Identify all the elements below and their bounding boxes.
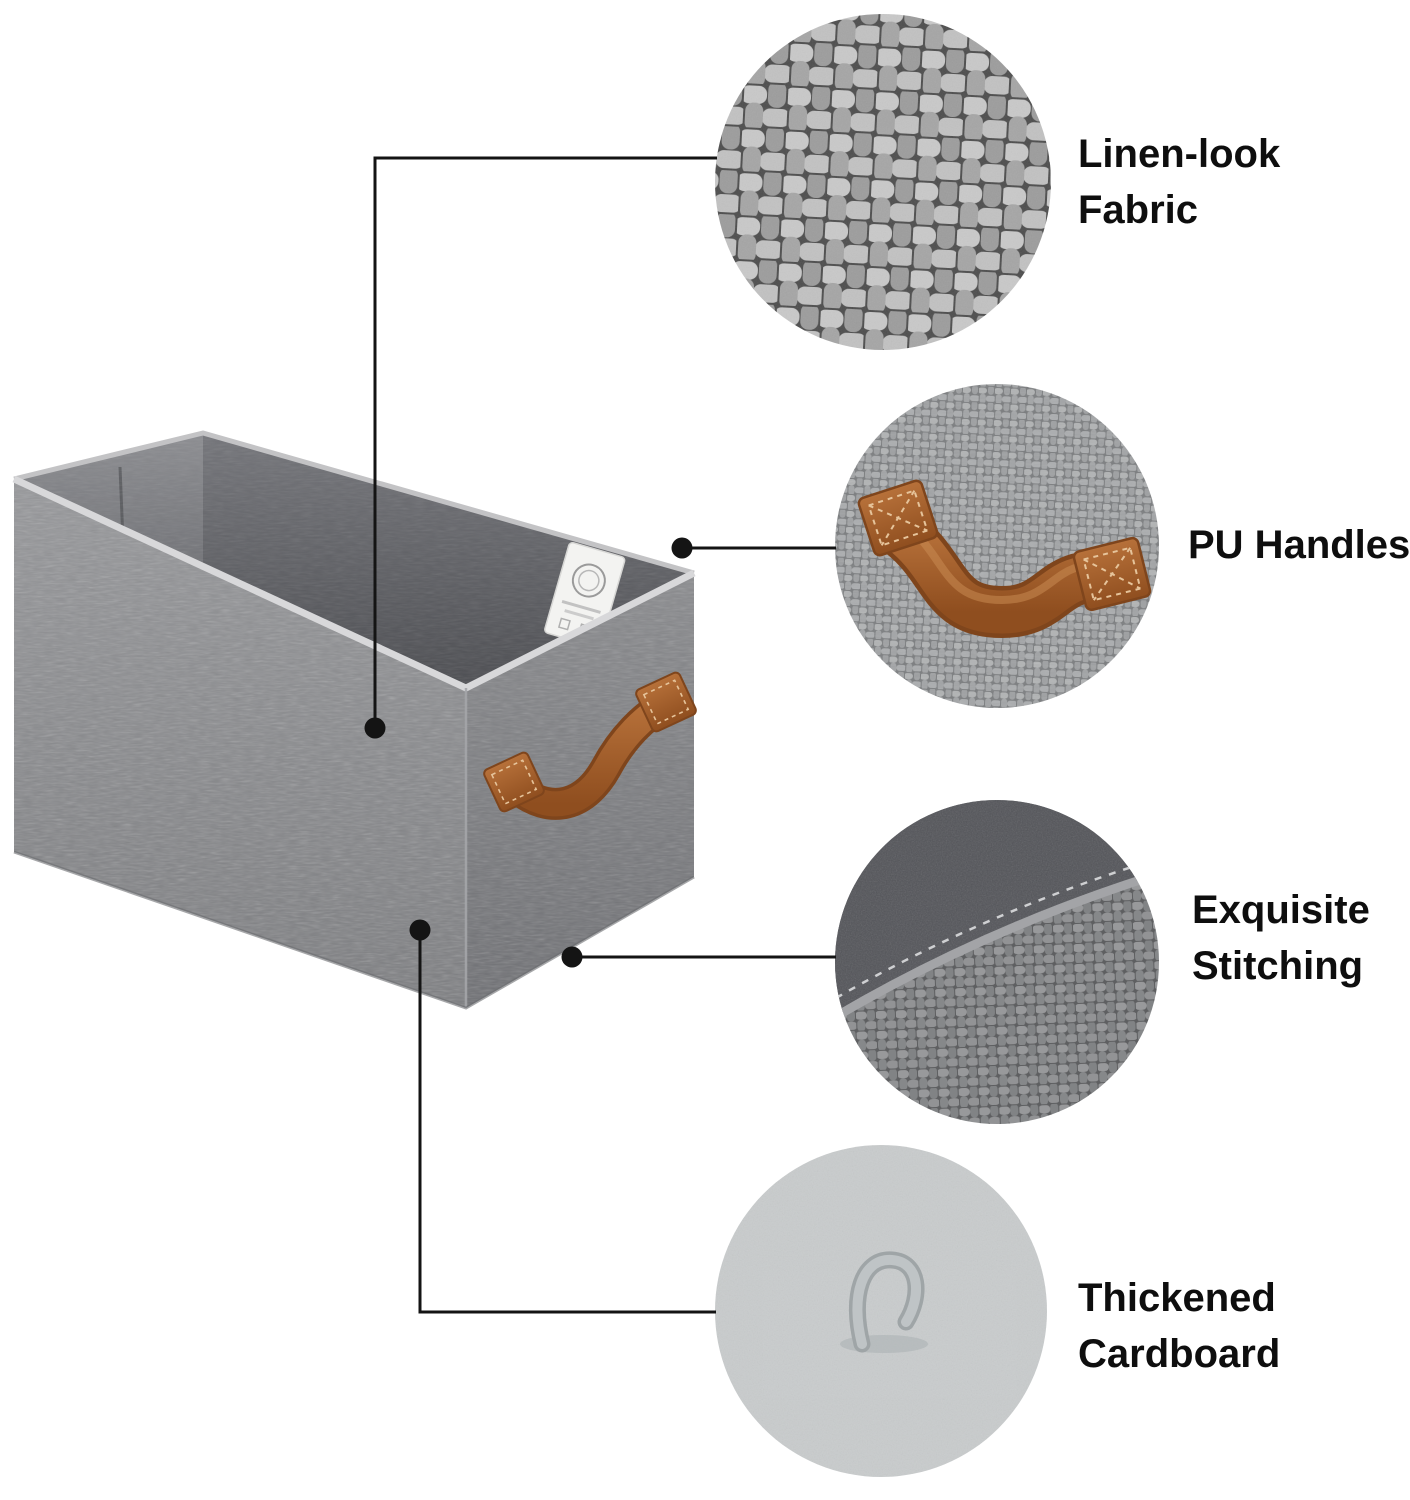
callout-dot-handles — [671, 537, 693, 559]
pu-handle-detail-photo — [835, 384, 1159, 708]
feature-label-line: Linen-look — [1078, 132, 1281, 176]
box-bottom-edge — [13, 850, 695, 1010]
feature-label-pu-handles: PU Handles — [1188, 517, 1410, 573]
stitch-line — [835, 856, 1159, 1000]
feature-label-line: Thickened — [1078, 1276, 1276, 1320]
cardboard-detail-photo — [715, 1145, 1047, 1477]
feature-label-line: Stitching — [1192, 944, 1364, 988]
feature-label-line: Cardboard — [1078, 1332, 1281, 1376]
callout-dot-stitching — [561, 946, 583, 968]
feature-label-line: PU Handles — [1188, 523, 1410, 567]
feature-label-line: Exquisite — [1192, 888, 1370, 932]
callout-connectors — [373, 156, 836, 1314]
callout-dots — [364, 537, 693, 968]
fabric-edge — [835, 867, 1159, 1024]
storage-box-photo — [12, 430, 697, 1010]
connector-line-linen — [373, 156, 717, 728]
fabric-pull-loop — [848, 1251, 925, 1353]
stitching-detail-photo — [835, 800, 1159, 1124]
callout-dot-cardboard — [409, 919, 431, 941]
connector-line-cardboard — [418, 930, 716, 1314]
box-pu-handle — [483, 671, 697, 820]
callout-dot-linen — [364, 717, 386, 739]
pu-handle-strap — [857, 479, 1152, 639]
feature-label-linen-look-fabric: Linen-look Fabric — [1078, 126, 1280, 238]
feature-label-exquisite-stitching: Exquisite Stitching — [1192, 882, 1370, 994]
feature-label-thickened-cardboard: Thickened Cardboard — [1078, 1270, 1280, 1382]
box-rim-far-edge — [13, 430, 695, 576]
linen-fabric-detail-photo — [715, 14, 1051, 350]
feature-label-line: Fabric — [1078, 188, 1199, 232]
